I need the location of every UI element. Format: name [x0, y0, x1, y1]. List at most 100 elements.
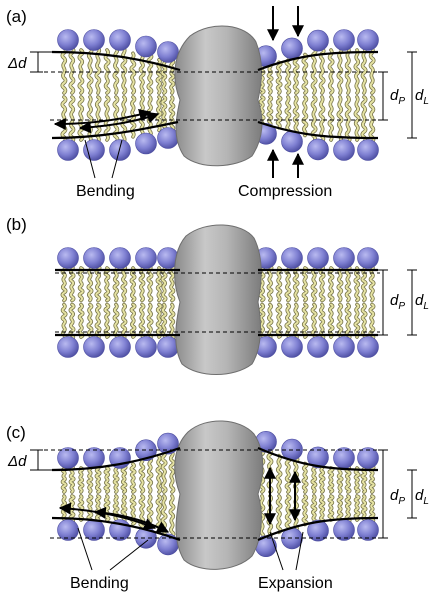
lipid-tail — [302, 53, 308, 94]
lipid-tail — [293, 303, 299, 340]
lipid-tail — [293, 96, 299, 135]
lipid-tail — [328, 467, 334, 493]
bending-pointer-c-1 — [77, 527, 93, 571]
lipid-tail — [302, 495, 308, 526]
lipid-tail — [345, 495, 351, 523]
lipid-tail — [121, 47, 127, 94]
lipid-surface-top-right-c — [257, 446, 379, 472]
expansion-pointer-c-2 — [295, 531, 304, 571]
lipid-headgroup — [109, 247, 131, 269]
panel-b-heads — [57, 247, 379, 358]
lipid-tail — [87, 465, 93, 493]
lipid-tail — [311, 495, 317, 524]
lipid-headgroup — [57, 519, 79, 541]
lipid-tail — [259, 495, 265, 540]
lipid-headgroup — [307, 336, 329, 358]
lipid-headgroup — [357, 336, 379, 358]
lipid-tail — [369, 265, 375, 302]
lipid-tail — [337, 495, 343, 523]
lipid-tail — [139, 457, 145, 493]
lipid-tail — [354, 267, 360, 302]
lipid-tail — [319, 47, 325, 94]
lipid-headgroup — [157, 127, 179, 149]
lipid-surface-top-left-c — [51, 446, 181, 472]
lipid-tail — [361, 96, 367, 143]
bending-pointer-a-1 — [84, 139, 96, 179]
lipid-tail — [69, 265, 75, 302]
lipid-tail — [276, 454, 282, 493]
lipid-headgroup — [307, 29, 329, 52]
lipid-tail — [328, 96, 334, 141]
lipid-tail — [311, 265, 317, 302]
lipid-headgroup — [357, 139, 379, 161]
lipid-headgroup — [109, 139, 131, 161]
bending-caption-c: Bending — [70, 575, 129, 592]
lipid-tail — [139, 303, 145, 340]
delta-d-label-a: Δd — [7, 55, 27, 72]
lipid-headgroup — [281, 247, 303, 269]
lipid-tail — [354, 467, 360, 493]
lipid-headgroup — [57, 447, 79, 469]
lipid-headgroup — [135, 35, 157, 58]
lipid-tail — [61, 303, 67, 340]
lipid-headgroup — [307, 247, 329, 269]
lipid-tail — [319, 96, 325, 143]
panel-a: (a) Δd Bending Compression — [6, 6, 429, 200]
thickness-bracket-protein-b — [378, 269, 388, 336]
lipid-tail — [285, 96, 291, 135]
lipid-headgroup — [281, 336, 303, 358]
lipid-headgroup — [333, 336, 355, 358]
lipid-tail — [276, 495, 282, 534]
lipid-headgroup — [135, 247, 157, 269]
lipid-tail — [169, 59, 175, 94]
lipid-tail — [169, 303, 175, 340]
lipid-tail — [276, 96, 282, 129]
lipid-surface-bottom-right-c — [257, 516, 379, 542]
lipid-tail — [156, 455, 162, 493]
panel-b-label: (b) — [6, 215, 27, 234]
bending-arrow-a-2 — [78, 111, 160, 134]
lipid-headgroup — [83, 447, 105, 469]
lipid-headgroup — [83, 247, 105, 269]
lipid-thickness-label-a: dL — [415, 87, 429, 107]
lipid-headgroup — [135, 336, 157, 358]
lipid-tail — [113, 265, 119, 302]
lipid-tail — [319, 265, 325, 302]
expansion-pointer-c-1 — [269, 531, 284, 571]
lipid-tail — [95, 465, 101, 493]
lipid-headgroup — [357, 447, 379, 469]
lipid-tail — [285, 303, 291, 340]
lipid-tail — [311, 464, 317, 493]
lipid-tail — [161, 450, 167, 493]
lipid-tail — [267, 63, 273, 94]
lipid-tail — [156, 267, 162, 302]
thickness-bracket-lipid-a — [407, 51, 417, 139]
lipid-tail — [169, 495, 175, 538]
lipid-headgroup — [109, 336, 131, 358]
protein-thickness-label-b: dP — [390, 292, 405, 312]
lipid-surface-bottom-right-a — [257, 120, 379, 140]
lipid-tail — [147, 457, 153, 493]
lipid-headgroup — [333, 247, 355, 269]
lipid-tail — [302, 96, 308, 137]
lipid-tail — [156, 303, 162, 338]
lipid-tail — [369, 47, 375, 94]
lipid-tail — [337, 303, 343, 340]
lipid-tail — [104, 467, 110, 493]
lipid-tail — [69, 303, 75, 340]
lipid-tail — [345, 96, 351, 143]
lipid-headgroup — [109, 29, 131, 51]
lipid-headgroup — [333, 29, 355, 51]
lipid-headgroup — [307, 446, 329, 469]
lipid-headgroup — [57, 247, 79, 269]
lipid-tail — [345, 47, 351, 94]
lipid-headgroup — [357, 29, 379, 51]
lipid-tail — [345, 265, 351, 302]
lipid-tail — [267, 303, 273, 340]
lipid-thickness-label-c: dL — [415, 487, 429, 507]
lipid-tail — [130, 52, 136, 94]
lipid-tail — [61, 47, 67, 94]
lipid-tail — [311, 303, 317, 340]
panel-c-label: (c) — [6, 423, 26, 442]
thickness-bracket-lipid-c — [407, 469, 417, 519]
